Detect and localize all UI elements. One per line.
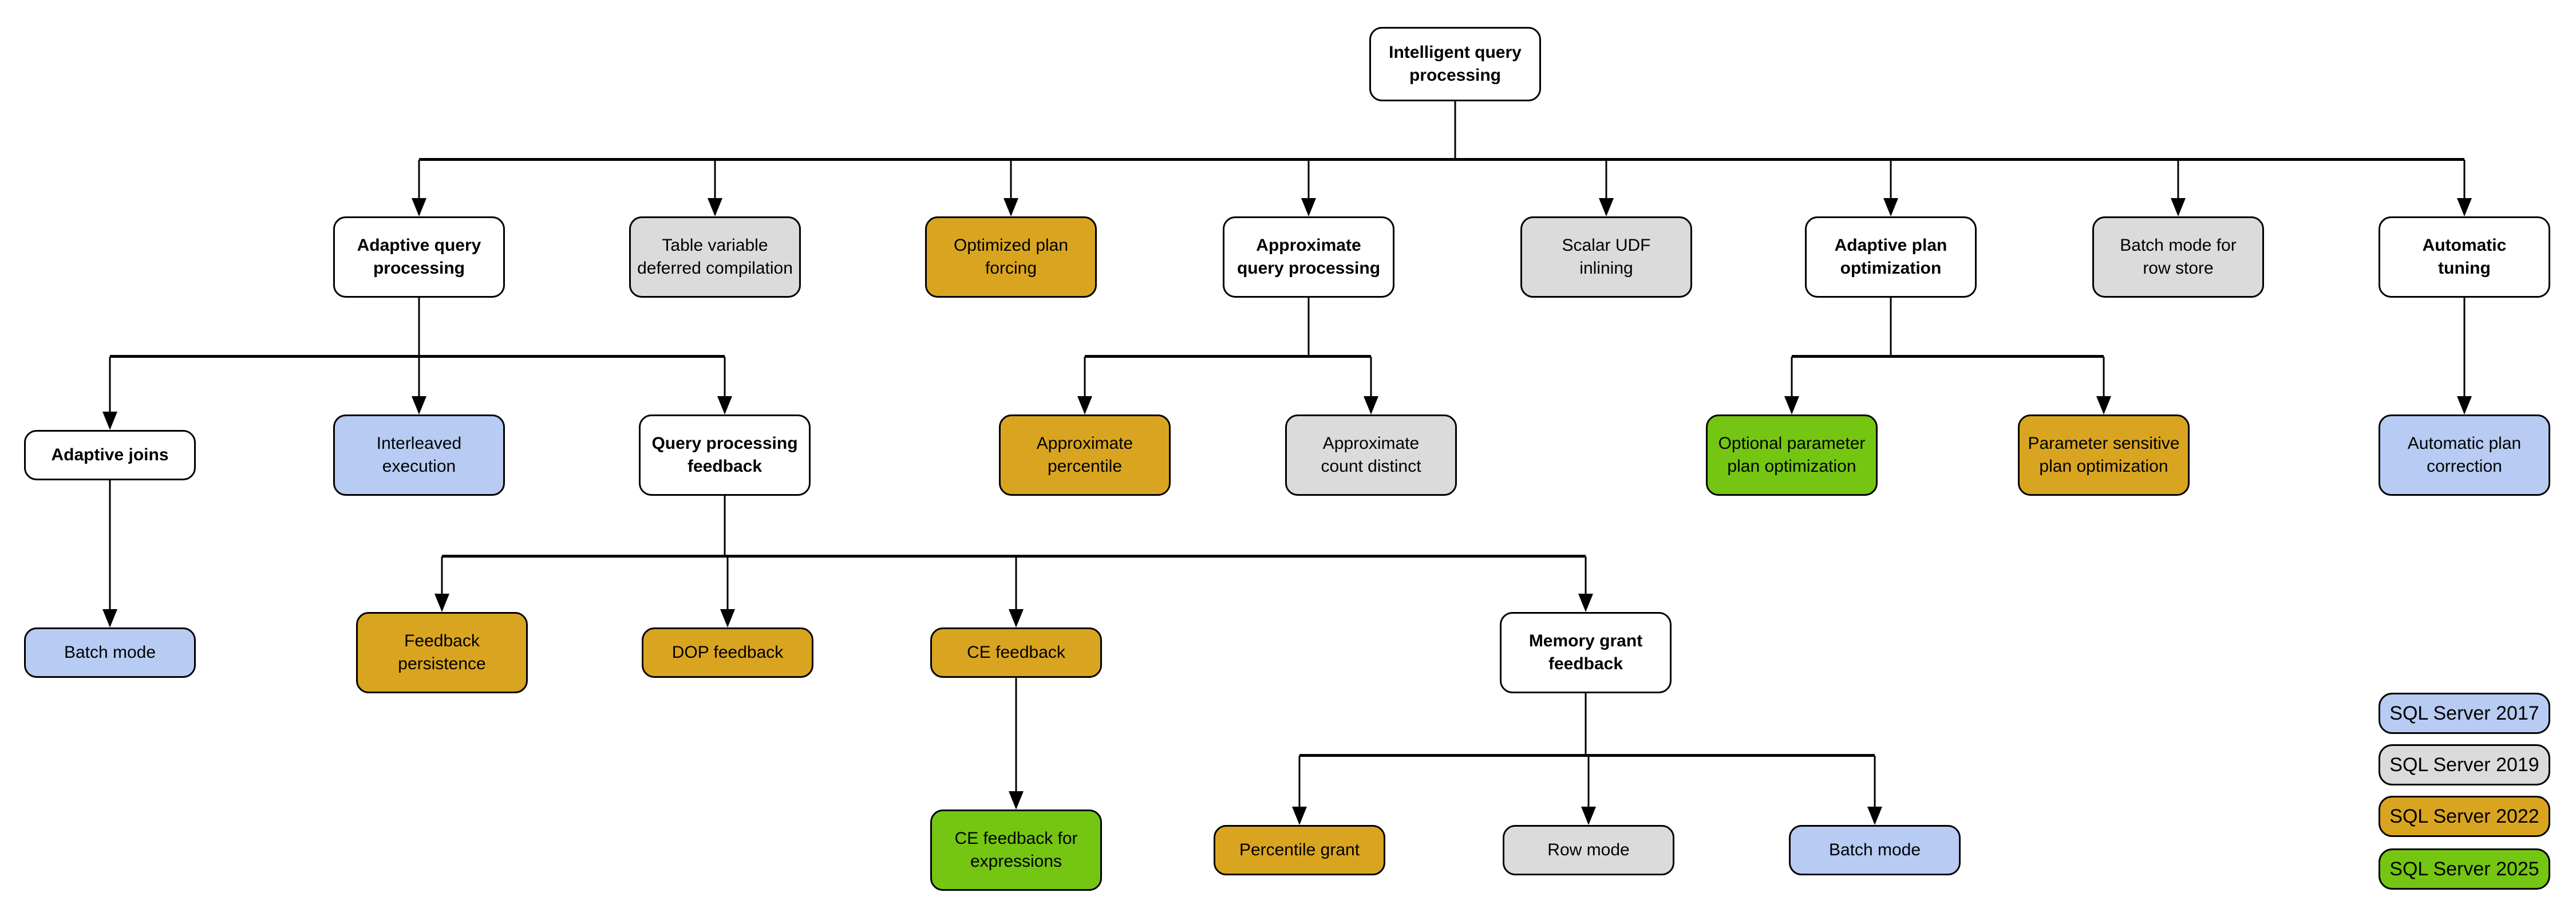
node-scalar-udf-inlining: Scalar UDF inlining xyxy=(1520,216,1692,298)
node-parameter-sensitive-plan-optimization: Parameter sensitive plan optimization xyxy=(2018,414,2190,496)
arrowhead-icon xyxy=(1077,396,1092,414)
legend-item-sql-server-2017: SQL Server 2017 xyxy=(2379,693,2550,734)
arrowhead-icon xyxy=(412,198,426,216)
node-adaptive-query-processing: Adaptive query processing xyxy=(333,216,505,298)
node-approximate-query-processing: Approximate query processing xyxy=(1223,216,1394,298)
node-adaptive-plan-optimization: Adaptive plan optimization xyxy=(1805,216,1977,298)
node-optional-parameter-plan-optimization: Optional parameter plan optimization xyxy=(1706,414,1878,496)
node-row-mode: Row mode xyxy=(1503,825,1674,875)
legend-item-sql-server-2025: SQL Server 2025 xyxy=(2379,848,2550,890)
node-intelligent-query-processing: Intelligent query processing xyxy=(1369,27,1541,101)
arrowhead-icon xyxy=(1292,807,1307,825)
arrowhead-icon xyxy=(102,412,117,430)
arrowhead-icon xyxy=(412,396,426,414)
node-automatic-plan-correction: Automatic plan correction xyxy=(2379,414,2550,496)
arrowhead-icon xyxy=(717,396,732,414)
arrowhead-icon xyxy=(2096,396,2111,414)
legend-item-sql-server-2019: SQL Server 2019 xyxy=(2379,744,2550,785)
arrowhead-icon xyxy=(2457,198,2472,216)
node-table-variable-deferred-compilation: Table variable deferred compilation xyxy=(629,216,801,298)
node-query-processing-feedback: Query processing feedback xyxy=(639,414,811,496)
node-dop-feedback: DOP feedback xyxy=(642,627,813,678)
arrowhead-icon xyxy=(1867,807,1882,825)
node-approximate-percentile: Approximate percentile xyxy=(999,414,1171,496)
arrowhead-icon xyxy=(1581,807,1596,825)
node-optimized-plan-forcing: Optimized plan forcing xyxy=(925,216,1097,298)
arrowhead-icon xyxy=(1364,396,1378,414)
node-feedback-persistence: Feedback persistence xyxy=(356,612,528,693)
arrowhead-icon xyxy=(2457,396,2472,414)
arrowhead-icon xyxy=(1599,198,1614,216)
arrowhead-icon xyxy=(1009,791,1024,810)
arrowhead-icon xyxy=(1784,396,1799,414)
arrowhead-icon xyxy=(720,609,735,627)
arrowhead-icon xyxy=(1003,198,1018,216)
node-memory-grant-feedback: Memory grant feedback xyxy=(1500,612,1672,693)
node-ce-feedback-for-expressions: CE feedback for expressions xyxy=(930,810,1102,891)
node-batch-mode-adaptive-joins: Batch mode xyxy=(24,627,196,678)
node-interleaved-execution: Interleaved execution xyxy=(333,414,505,496)
arrowhead-icon xyxy=(1009,609,1024,627)
arrowhead-icon xyxy=(434,594,449,612)
legend-item-sql-server-2022: SQL Server 2022 xyxy=(2379,796,2550,837)
node-batch-mode-for-row-store: Batch mode for row store xyxy=(2092,216,2264,298)
node-adaptive-joins: Adaptive joins xyxy=(24,430,196,480)
arrowhead-icon xyxy=(1883,198,1898,216)
arrowhead-icon xyxy=(2171,198,2186,216)
node-batch-mode-memory-grant: Batch mode xyxy=(1789,825,1961,875)
node-ce-feedback: CE feedback xyxy=(930,627,1102,678)
arrowhead-icon xyxy=(708,198,722,216)
node-percentile-grant: Percentile grant xyxy=(1214,825,1385,875)
arrowhead-icon xyxy=(102,609,117,627)
arrowhead-icon xyxy=(1301,198,1316,216)
arrowhead-icon xyxy=(1578,594,1593,612)
node-automatic-tuning: Automatic tuning xyxy=(2379,216,2550,298)
node-approximate-count-distinct: Approximate count distinct xyxy=(1285,414,1457,496)
